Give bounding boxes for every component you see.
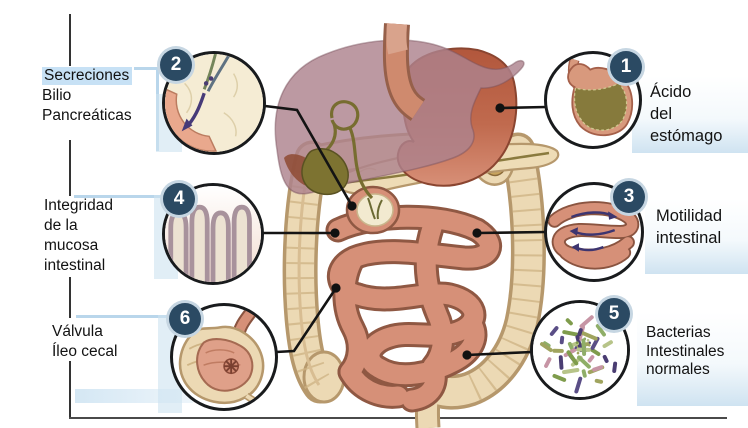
valve-sphincter — [224, 359, 239, 374]
badge-number-6: 6 — [169, 303, 201, 335]
bacteria-rods — [540, 315, 618, 394]
gallbladder-bile-ducts — [301, 100, 374, 200]
stomach-acid-illustration — [567, 58, 634, 137]
arrow-icons — [569, 211, 618, 252]
small-intestine — [325, 204, 502, 413]
callout-line-6 — [275, 287, 338, 354]
duodenum-papilla — [345, 185, 401, 235]
villi-illustration — [165, 186, 261, 282]
connector-mucosa — [74, 195, 162, 198]
left-bracket-line — [69, 140, 71, 196]
label-bacterias-normales: Bacterias Intestinales normales — [637, 312, 748, 406]
left-bracket-line — [69, 277, 71, 318]
highlight-band-bottom — [75, 389, 193, 403]
motility-arrows — [571, 211, 616, 252]
label-motilidad-intestinal: Motilidad intestinal — [645, 199, 748, 274]
badge-number-2: 2 — [160, 49, 192, 81]
down-arrow-icon — [181, 118, 193, 132]
left-bracket-line — [69, 14, 71, 66]
intestinal-motility-illustration — [547, 201, 640, 270]
callout-lines — [263, 103, 547, 360]
badge-number-5: 5 — [598, 298, 630, 330]
bottom-bracket-line — [69, 417, 727, 419]
esophagus — [382, 23, 426, 121]
callout-line-5 — [466, 350, 533, 357]
label-acido-estomago: Ácido del estómago — [632, 76, 748, 153]
callout-line-1 — [499, 105, 547, 110]
ileocecal-valve-illustration — [178, 306, 272, 408]
callout-line-2 — [264, 104, 354, 207]
left-bracket-line — [69, 361, 71, 418]
magnifier-circle-1 — [544, 51, 642, 149]
connector-valvula — [76, 315, 170, 318]
label-integridad-mucosa: Integridad de la mucosa intestinal — [44, 197, 113, 274]
connector-secreciones — [134, 67, 162, 70]
callout-line-3 — [476, 230, 547, 235]
label-secreciones-bilio-pancreaticas: Secreciones Bilio Pancreáticas — [42, 67, 133, 124]
badge-number-3: 3 — [613, 181, 645, 213]
label-valvula-ileocecal: Válvula Íleo cecal — [52, 323, 118, 360]
badge-number-4: 4 — [163, 183, 195, 215]
badge-number-1: 1 — [610, 51, 642, 83]
highlighted-text: Secreciones — [42, 67, 133, 85]
